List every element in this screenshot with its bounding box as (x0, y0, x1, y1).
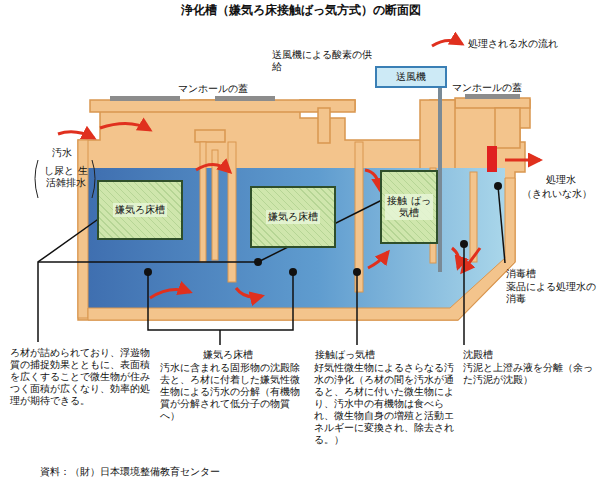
node-label: 接触 ばっ気槽 (385, 194, 433, 220)
tank-walls-part (228, 142, 236, 282)
callout-heading: 消毒槽 (506, 268, 566, 280)
leader-lines-part (498, 186, 505, 263)
manhole-lids-part (465, 94, 520, 99)
flow-arrows-part (196, 164, 230, 172)
manhole-lids (110, 94, 520, 101)
water (88, 168, 505, 308)
tank-shell-part (90, 100, 355, 112)
callout-body: 汚泥と上澄み液を分離（余った汚泥が沈殿） (463, 362, 597, 386)
air-pipe-part (438, 86, 442, 272)
outlet-note: （きれいな水） (522, 188, 600, 200)
diagram-title: 浄化槽（嫌気ろ床接触ばっ気方式）の断面図 (0, 4, 601, 16)
tank-shell-part (78, 100, 530, 320)
callout-heading: 嫌気ろ床槽 (168, 349, 288, 361)
tank-walls-part (212, 150, 218, 260)
leader-dots-part (353, 268, 361, 276)
callout-body: 汚水に含まれる固形物の沈殿除去と、ろ材に付着した嫌気性微生物による汚水の分解（有… (160, 362, 306, 422)
flow-arrows-part (236, 288, 262, 297)
node-label: 嫌気ろ床槽 (113, 203, 167, 217)
tank-shell-part (420, 100, 455, 170)
filter-bed-box: 嫌気ろ床槽 (250, 186, 336, 248)
leader-lines-part (148, 272, 293, 330)
annotation: 送風機による酸素の供給 (272, 49, 376, 73)
tank-walls-part (200, 142, 206, 262)
flow-arrows-part (365, 170, 380, 190)
part-name: マンホールの蓋 (452, 82, 542, 94)
leader-lines-part (219, 330, 221, 345)
tank-shell (78, 98, 530, 320)
node-label: 送風機 (394, 70, 428, 84)
tank-shell-part (495, 108, 520, 148)
aeration-media-box: 接触 ばっ気槽 (380, 170, 438, 244)
tank-shell-part (318, 108, 330, 143)
inlet-brackets (35, 160, 95, 198)
flow-arrows-part (58, 132, 94, 138)
leader-dots-part (289, 268, 297, 276)
flow-arrows-part (100, 123, 150, 130)
flow-arrows-part (452, 248, 459, 268)
flow-arrows-part (368, 252, 388, 268)
tank-walls (78, 140, 515, 320)
callout-body: ろ材が詰められており、浮遊物質の捕捉効果とともに、表面積を広くすることで微生物が… (10, 347, 152, 407)
leader-lines-part (463, 244, 465, 345)
inlet-note: し尿と 生活雑排水 (40, 165, 92, 189)
callout-body: 好気性微生物によるさらなる汚水の浄化（ろ材の間を汚水が通ると、ろ材に付いた微生物… (314, 362, 460, 446)
tank-walls-part (470, 172, 477, 262)
filter-bed-box: 嫌気ろ床槽 (97, 180, 183, 240)
leader-dots-part (494, 182, 502, 190)
callout-body: 薬品による処理水の 消毒 (506, 281, 600, 305)
flow-arrows-part (150, 290, 190, 298)
flow-arrows-part (432, 40, 462, 46)
flow-arrows (58, 40, 540, 298)
inlet-brackets-part (35, 160, 38, 198)
tank-shell-part (195, 130, 225, 142)
callout-heading: 沈殿槽 (463, 349, 543, 361)
leader-dots-part (254, 258, 262, 266)
part-name: マンホールの蓋 (178, 83, 268, 95)
leader-lines-part (38, 261, 258, 263)
source-note: 資料：（財）日本環境整備教育センター (40, 466, 340, 478)
manhole-lids-part (110, 96, 180, 101)
disinfectant-tablet (487, 146, 497, 172)
leader-dots-part (460, 240, 468, 248)
flow-arrows-part (505, 159, 540, 162)
manhole-lids-part (215, 96, 275, 101)
inlet-brackets-part (92, 160, 95, 198)
leader-dots-part (144, 268, 152, 276)
legend-note: 処理される水の流れ (468, 38, 580, 50)
air-pipe (438, 86, 442, 272)
tank-shell-part (455, 98, 530, 108)
leader-lines-part (356, 272, 358, 345)
node-label: 嫌気ろ床槽 (266, 210, 320, 224)
outlet-label: 処理水 (546, 174, 596, 186)
blower-box: 送風機 (375, 66, 447, 88)
callout-heading: 接触ばっ気槽 (315, 349, 405, 361)
tank-walls-part (88, 178, 515, 320)
inlet-label: 汚水 (42, 147, 82, 159)
leader-lines-part (38, 215, 104, 342)
